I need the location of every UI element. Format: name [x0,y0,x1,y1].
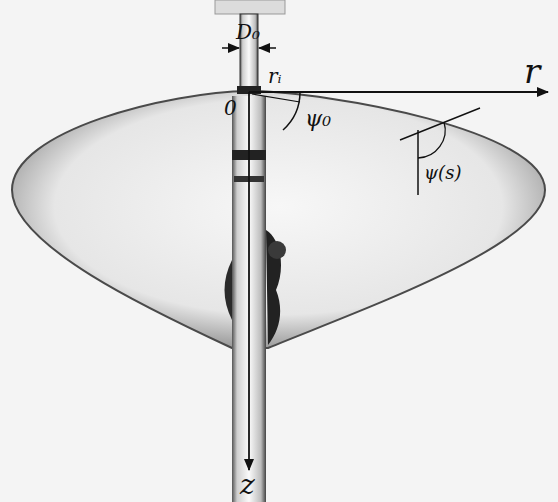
angle-label: ψ(s) [424,164,461,182]
origin-label: 0 [224,98,237,118]
angle-label: ψ₀ [305,108,331,130]
dimension-label: D₀ [236,22,260,42]
radius-label: rᵢ [268,66,282,86]
axis-label: z [240,471,255,499]
axis-label: r [524,54,540,88]
